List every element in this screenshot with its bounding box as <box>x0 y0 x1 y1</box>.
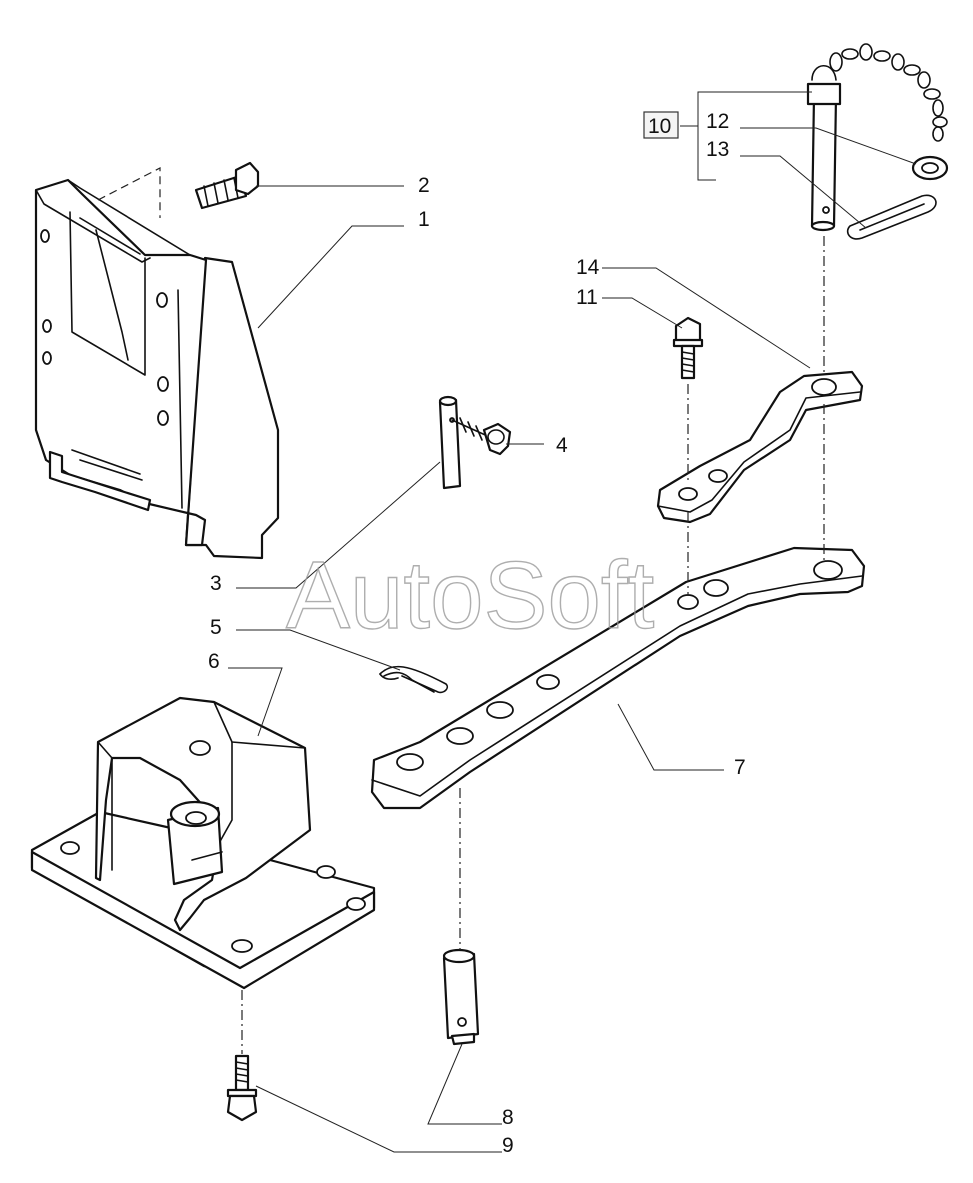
callout-3: 3 <box>210 572 222 595</box>
part-11-bolt <box>672 316 704 380</box>
callout-9: 9 <box>502 1134 514 1157</box>
callout-4: 4 <box>556 434 568 457</box>
callout-6: 6 <box>208 650 220 673</box>
part-5-cotter <box>379 665 449 694</box>
callout-8: 8 <box>502 1106 514 1129</box>
part-10-pin-chain <box>806 43 948 232</box>
callout-11: 11 <box>576 286 598 309</box>
assembly-axes <box>241 236 825 1054</box>
callout-1: 1 <box>418 208 430 231</box>
part-13-spring-clip <box>846 194 937 240</box>
callout-10-box <box>643 111 679 139</box>
part-3-pin <box>438 395 462 490</box>
part-7-drawbar <box>370 546 866 810</box>
part-4-clip <box>451 417 512 456</box>
part-2-bolt <box>194 161 260 210</box>
callout-2: 2 <box>418 174 430 197</box>
callout-10: 10 <box>648 115 671 138</box>
callout-12: 12 <box>706 110 729 133</box>
part-1-bracket <box>34 167 280 560</box>
callout-13: 13 <box>706 138 729 161</box>
chain <box>829 43 948 142</box>
callout-7: 7 <box>734 756 746 779</box>
part-6-hitch-housing <box>30 696 376 990</box>
part-14-offset-link <box>656 370 864 524</box>
callouts: 1 2 3 4 5 6 7 8 9 10 11 12 13 14 <box>208 110 746 1157</box>
part-12-washer <box>911 155 949 181</box>
watermark-text: AutoSoft <box>286 542 654 649</box>
leader-lines <box>228 91 917 1153</box>
callout-5: 5 <box>210 616 222 639</box>
callout-14: 14 <box>576 256 600 279</box>
part-8-pin <box>442 948 480 1046</box>
part-9-bolt <box>226 1054 258 1122</box>
